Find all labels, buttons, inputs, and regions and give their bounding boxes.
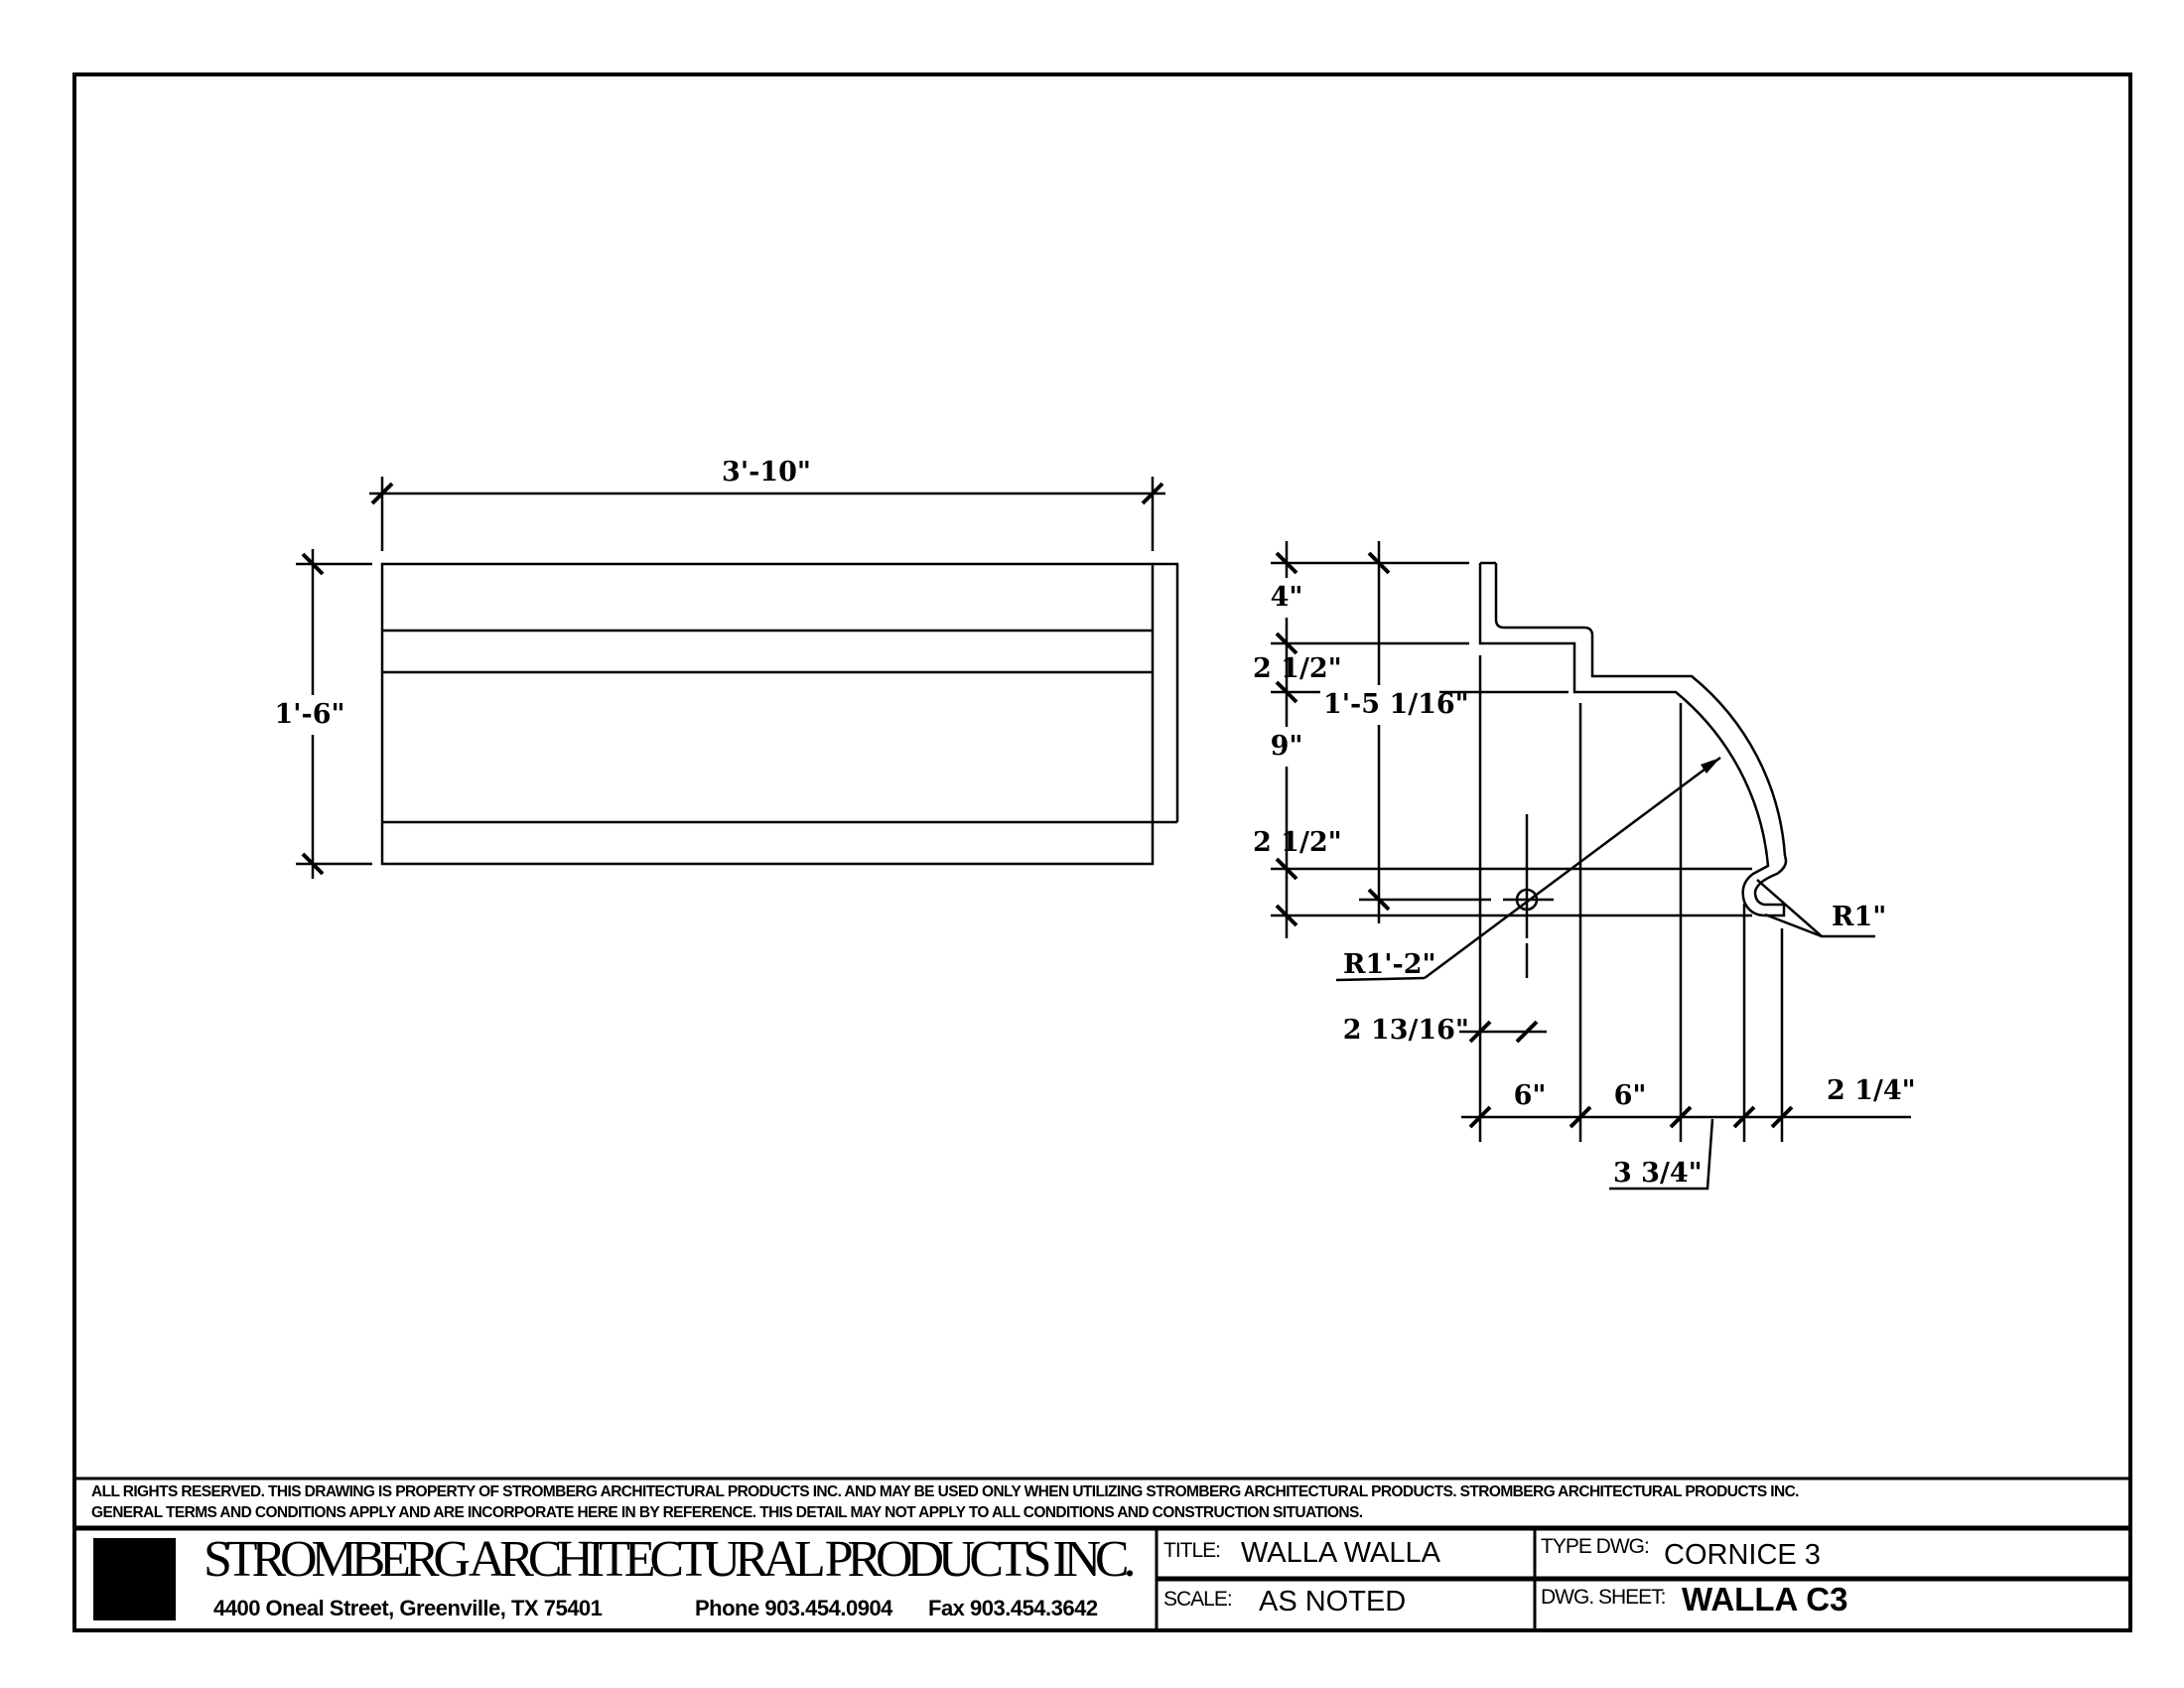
company-name: STROMBERG ARCHITECTURAL PRODUCTS INC.: [204, 1531, 1137, 1588]
dim-run1: 6": [1514, 1080, 1547, 1111]
disclaimer-line-2: GENERAL TERMS AND CONDITIONS APPLY AND A…: [91, 1504, 1363, 1521]
dim-lower-step: 2 1/2": [1253, 827, 1342, 858]
title-block: ALL RIGHTS RESERVED. THIS DRAWING IS PRO…: [74, 1477, 2130, 1630]
profile-section: 4" 2 1/2" 1'-5 1/16" 9" 2 1/2" R1'-2" R1…: [1253, 541, 1916, 1191]
dim-overall-height: 1'-5 1/16": [1323, 689, 1469, 720]
radius-small-label: R1": [1832, 902, 1886, 932]
dim-run2: 6": [1614, 1080, 1647, 1111]
title-label: TITLE:: [1163, 1539, 1220, 1562]
type-value: CORNICE 3: [1664, 1539, 1821, 1571]
radius-large-label: R1'-2": [1343, 949, 1436, 980]
title-value: WALLA WALLA: [1241, 1537, 1441, 1569]
width-dimension: 3'-10": [722, 457, 811, 488]
sheet-border: [72, 72, 2132, 1632]
dim-upper-step: 2 1/2": [1253, 653, 1342, 684]
dim-run4: 2 1/4": [1827, 1075, 1916, 1106]
dim-middle: 9": [1271, 731, 1303, 762]
elevation-view: 3'-10" 1'-6": [273, 457, 1179, 879]
dim-top: 4": [1271, 582, 1303, 613]
dim-run3: 3 3/4": [1613, 1158, 1703, 1189]
sheet-value: WALLA C3: [1682, 1581, 1847, 1618]
height-dimension: 1'-6": [274, 699, 344, 730]
sheet-label: DWG. SHEET:: [1541, 1586, 1666, 1609]
scale-label: SCALE:: [1163, 1588, 1232, 1611]
scale-value: AS NOTED: [1259, 1586, 1406, 1618]
type-label: TYPE DWG:: [1541, 1535, 1649, 1558]
company-address: 4400 Oneal Street, Greenville, TX 75401: [213, 1596, 603, 1620]
company-logo: [93, 1538, 176, 1620]
company-fax: Fax 903.454.3642: [928, 1596, 1098, 1620]
company-phone: Phone 903.454.0904: [695, 1596, 893, 1620]
disclaimer-line-1: ALL RIGHTS RESERVED. THIS DRAWING IS PRO…: [91, 1483, 1799, 1500]
dim-center-offset: 2 13/16": [1343, 1015, 1469, 1046]
